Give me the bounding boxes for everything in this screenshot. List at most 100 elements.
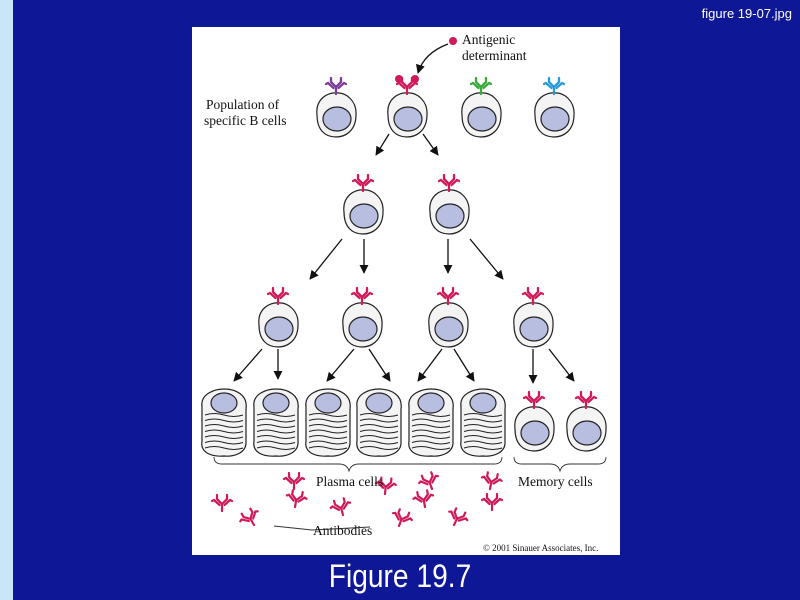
copyright-text: © 2001 Sinauer Associates, Inc. (483, 543, 598, 553)
clonal-selection-diagram: Antigenic determinant Population of spec… (201, 32, 607, 553)
receptor-antibody (542, 76, 566, 96)
er-stripe (463, 424, 503, 428)
free-antibody (448, 507, 469, 527)
cell-nucleus (365, 392, 393, 414)
er-stripe (359, 413, 399, 417)
cell-nucleus (572, 420, 602, 446)
er-stripe (308, 413, 348, 417)
cell-nucleus (393, 106, 423, 132)
er-stripe (204, 424, 244, 428)
er-stripe (359, 440, 399, 445)
er-stripe (204, 446, 244, 450)
cell-nucleus (434, 316, 464, 342)
plasma-cell (253, 388, 299, 457)
er-stripe (308, 446, 348, 450)
er-stripe (204, 413, 244, 417)
figure-panel: Antigenic determinant Population of spec… (192, 27, 620, 555)
receptor-antibody (324, 76, 348, 96)
er-stripe (308, 429, 348, 434)
er-stripe (359, 418, 399, 423)
bound-antigen (395, 75, 403, 83)
er-stripe (204, 440, 244, 445)
plasma-cell (201, 388, 247, 457)
er-stripe (256, 413, 296, 417)
cell-nucleus (314, 392, 342, 414)
er-stripe (256, 446, 296, 450)
division-arrow (417, 348, 443, 382)
er-stripe (359, 429, 399, 434)
er-stripe (308, 424, 348, 428)
division-arrow (368, 348, 391, 382)
division-arrow (326, 348, 355, 382)
receptor-antibody (351, 173, 375, 193)
free-antibody (480, 471, 503, 491)
memory-cell (566, 390, 607, 452)
receptor-antibody (522, 390, 546, 410)
file-name-label: figure 19-07.jpg (701, 6, 792, 21)
receptor-antibody (469, 76, 493, 96)
b-cell-gen3 (428, 286, 469, 348)
free-antibody (418, 471, 440, 491)
receptor-antibody (521, 286, 545, 306)
antibodies-label: Antibodies (313, 523, 372, 538)
er-stripe (204, 435, 244, 439)
division-arrow (422, 133, 439, 156)
er-stripe (411, 429, 451, 434)
er-stripe (463, 413, 503, 417)
division-arrow (233, 348, 263, 382)
antigenic-label-line1: Antigenic (462, 32, 515, 47)
cell-nucleus (348, 316, 378, 342)
er-stripe (308, 418, 348, 423)
plasma-cells-bracket (213, 456, 503, 473)
er-stripe (256, 429, 296, 434)
population-label-line2: specific B cells (204, 113, 286, 128)
cell-nucleus (435, 203, 465, 229)
division-arrow (453, 348, 475, 382)
er-stripe (411, 413, 451, 417)
er-stripe (411, 435, 451, 439)
bound-antigen (411, 75, 419, 83)
cell-nucleus (417, 392, 445, 414)
er-stripe (308, 440, 348, 445)
er-stripe (359, 435, 399, 439)
b-cell-gen3 (513, 286, 554, 348)
cell-nucleus (322, 106, 352, 132)
antibodies-leader-line (273, 525, 371, 531)
er-stripe (308, 435, 348, 439)
er-stripe (463, 418, 503, 423)
free-antibody (412, 489, 435, 509)
b-cell-gen3 (258, 286, 299, 348)
division-arrow (309, 238, 343, 280)
er-stripe (359, 424, 399, 428)
free-antibody (374, 476, 397, 496)
er-stripe (256, 418, 296, 423)
antigenic-label-line2: determinant (462, 48, 527, 63)
er-stripe (204, 418, 244, 423)
left-edge-strip (0, 0, 13, 600)
b-cell-gen2 (343, 173, 384, 235)
population-label-line1: Population of (206, 97, 280, 112)
receptor-antibody (266, 286, 290, 306)
er-stripe (359, 446, 399, 450)
plasma-cell (356, 388, 402, 457)
cell-nucleus (349, 203, 379, 229)
division-arrow (375, 133, 390, 156)
plasma-cell (408, 388, 454, 457)
b-cell-selected (387, 75, 428, 138)
cell-nucleus (264, 316, 294, 342)
er-stripe (256, 424, 296, 428)
free-antibody (285, 489, 308, 509)
cell-nucleus (210, 392, 238, 414)
er-stripe (411, 418, 451, 423)
er-stripe (256, 440, 296, 445)
cell-nucleus (519, 316, 549, 342)
b-cell-green (461, 76, 502, 138)
er-stripe (463, 440, 503, 445)
er-stripe (204, 429, 244, 434)
plasma-cells-label: Plasma cells (316, 474, 383, 489)
figure-caption: Figure 19.7 (328, 558, 472, 594)
receptor-antibody (350, 286, 374, 306)
cell-nucleus (467, 106, 497, 132)
er-stripe (256, 435, 296, 439)
free-antibody (282, 471, 306, 491)
